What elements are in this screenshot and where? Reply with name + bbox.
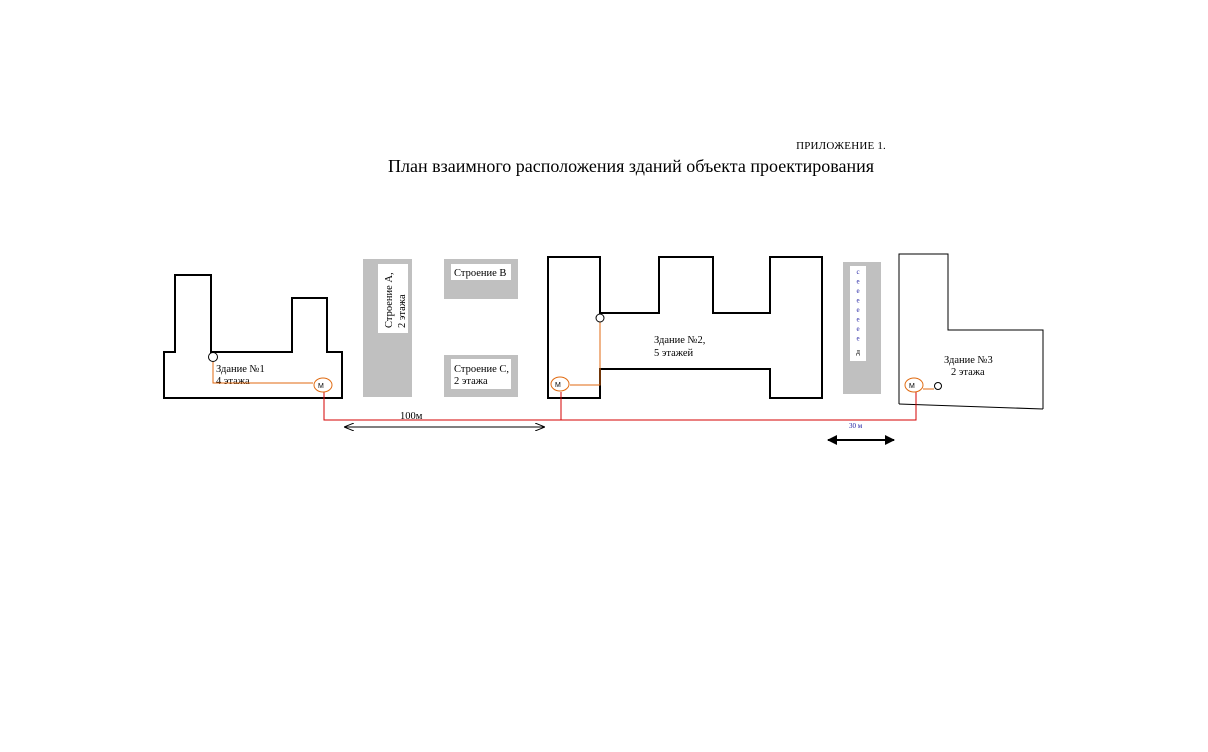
building-1-floors: 4 этажа bbox=[216, 376, 250, 387]
structure-d-letter: д bbox=[856, 347, 860, 356]
entry-point-3 bbox=[934, 382, 942, 390]
meter-1-label: M bbox=[318, 383, 324, 390]
structure-d-letter: е bbox=[856, 316, 859, 324]
building-3-name: Здание №3 bbox=[944, 355, 993, 366]
branch-line-1 bbox=[212, 362, 313, 384]
building-3-outline bbox=[898, 253, 1044, 409]
dimension-label-30m: 30 м bbox=[849, 422, 863, 430]
structure-d-letter: е bbox=[856, 278, 859, 286]
building-2-floors: 5 этажей bbox=[654, 348, 694, 359]
meter-1: M bbox=[313, 377, 333, 393]
meter-3-label: M bbox=[909, 383, 915, 390]
network-main-line bbox=[323, 392, 917, 421]
building-3-bottom-edge bbox=[898, 403, 1044, 410]
structure-d-letter: с bbox=[856, 268, 859, 276]
meter-2: M bbox=[550, 376, 570, 392]
page-title: План взаимного расположения зданий объек… bbox=[388, 156, 874, 176]
entry-point-1 bbox=[208, 352, 218, 362]
building-1-name: Здание №1 bbox=[216, 364, 265, 375]
structure-b-name: Строение B bbox=[454, 268, 506, 279]
structure-d-letter: е bbox=[856, 297, 859, 305]
structure-d-letter: е bbox=[856, 306, 859, 314]
dimension-label-100m: 100м bbox=[400, 411, 423, 422]
structure-a-floors: 2 этажа bbox=[397, 294, 408, 328]
structure-d-letter: е bbox=[856, 335, 859, 343]
meter-2-label: M bbox=[555, 382, 561, 389]
structure-d-letter: е bbox=[856, 325, 859, 333]
structure-d-letter: е bbox=[856, 287, 859, 295]
structure-c-name: Строение C, bbox=[454, 364, 509, 375]
branch-line-2 bbox=[570, 322, 601, 386]
annex-label: ПРИЛОЖЕНИЕ 1. bbox=[796, 140, 886, 152]
structure-a-name: Строение А, bbox=[384, 272, 395, 328]
meter-3: M bbox=[904, 377, 924, 393]
building-2-name: Здание №2, bbox=[654, 335, 705, 346]
structure-c-floors: 2 этажа bbox=[454, 376, 488, 387]
building-2-outline bbox=[547, 256, 823, 399]
building-3-floors: 2 этажа bbox=[951, 367, 985, 378]
building-1-outline bbox=[163, 274, 343, 399]
entry-point-2 bbox=[595, 313, 605, 323]
